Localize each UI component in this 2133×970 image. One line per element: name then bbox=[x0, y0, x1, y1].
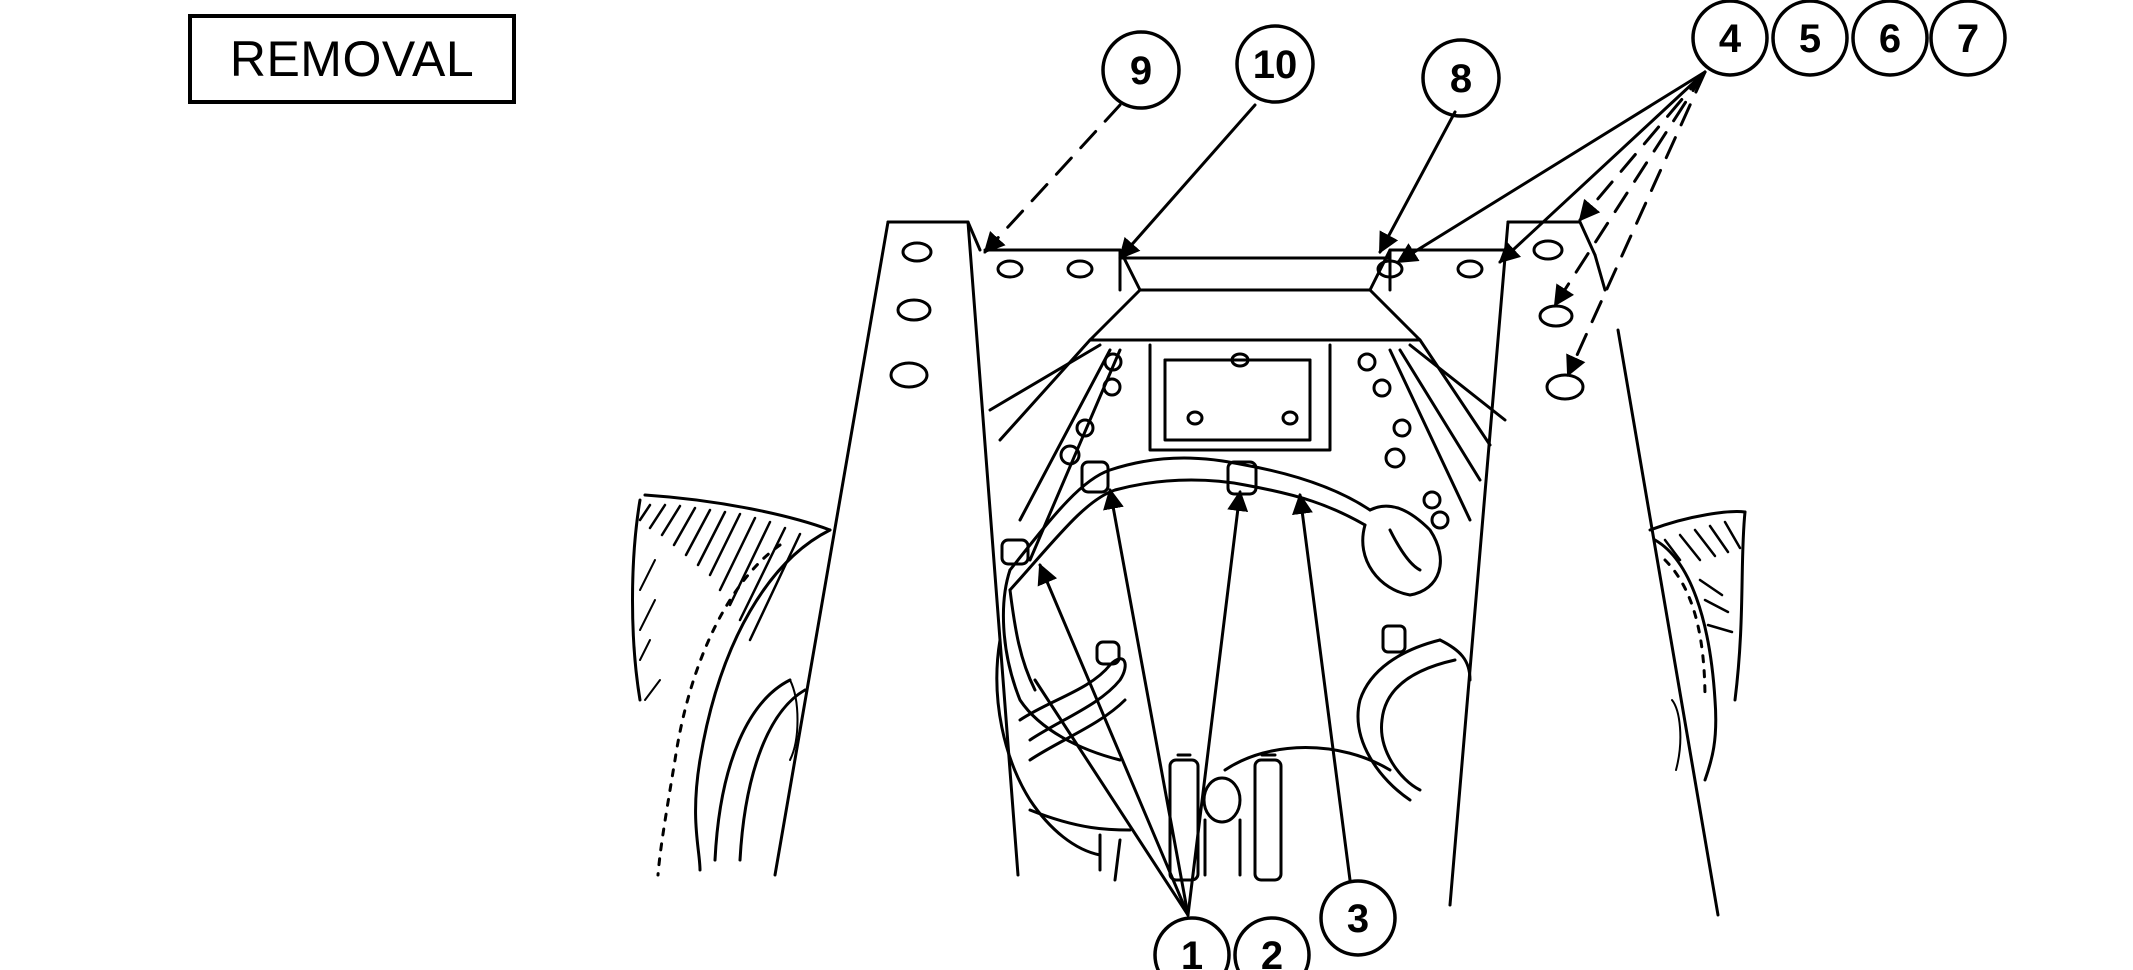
callout-10: 10 bbox=[1235, 24, 1315, 104]
removal-title: REMOVAL bbox=[188, 14, 516, 104]
svg-text:4: 4 bbox=[1719, 17, 1742, 61]
callout-leaders bbox=[983, 70, 1707, 917]
rail-hole bbox=[901, 241, 933, 263]
callout-6: 6 bbox=[1851, 0, 1929, 77]
clamp bbox=[1381, 624, 1407, 654]
svg-text:9: 9 bbox=[1130, 49, 1152, 93]
svg-text:5: 5 bbox=[1799, 17, 1821, 61]
right-tire bbox=[1648, 510, 1747, 782]
left-tire bbox=[631, 493, 832, 877]
svg-text:3: 3 bbox=[1347, 897, 1369, 941]
clamp bbox=[1080, 460, 1110, 494]
callout-3: 3 bbox=[1319, 879, 1397, 957]
svg-text:7: 7 bbox=[1957, 17, 1979, 61]
right-frame-rail bbox=[1448, 220, 1720, 917]
clamp bbox=[1095, 640, 1121, 666]
callout-4: 4 bbox=[1691, 0, 1769, 77]
wiring-harness bbox=[995, 456, 1472, 857]
axle-housing bbox=[1028, 746, 1392, 882]
rail-hole bbox=[1545, 373, 1585, 401]
clamp bbox=[1000, 538, 1030, 566]
left-frame-rail bbox=[773, 220, 1020, 877]
callout-7: 7 bbox=[1929, 0, 2007, 77]
svg-text:10: 10 bbox=[1253, 43, 1298, 87]
rail-hole bbox=[1532, 239, 1564, 261]
callout-1: 1 bbox=[1153, 916, 1231, 970]
svg-text:2: 2 bbox=[1261, 934, 1283, 970]
svg-text:8: 8 bbox=[1450, 57, 1472, 101]
crossmember bbox=[983, 248, 1507, 562]
callout-5: 5 bbox=[1771, 0, 1849, 77]
rail-hole bbox=[1538, 304, 1574, 328]
svg-text:1: 1 bbox=[1181, 934, 1203, 970]
rail-hole bbox=[889, 361, 929, 389]
callout-9: 9 bbox=[1101, 30, 1181, 110]
rail-hole bbox=[896, 298, 932, 322]
callout-2: 2 bbox=[1233, 916, 1311, 970]
callout-8: 8 bbox=[1421, 38, 1501, 118]
svg-text:6: 6 bbox=[1879, 17, 1901, 61]
